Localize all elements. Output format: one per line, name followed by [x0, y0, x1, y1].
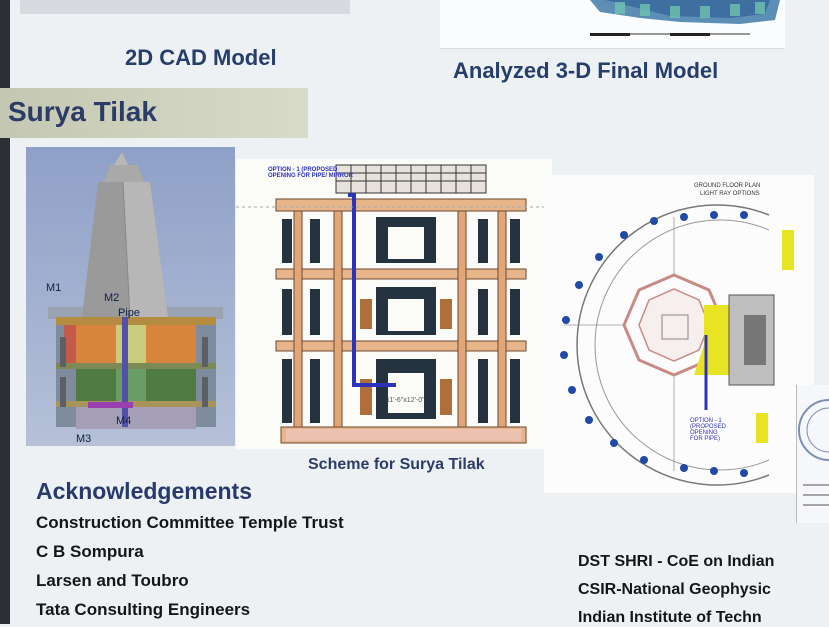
scheme-caption: Scheme for Surya Tilak: [308, 456, 485, 473]
institution-item: Indian Institute of Techn: [578, 609, 762, 626]
elevation-option-note: OPTION - 1 (PROPOSED OPENING FOR PIPE/ M…: [268, 167, 354, 179]
ack-item: Tata Consulting Engineers: [36, 600, 251, 619]
left-edge-shadow: [0, 0, 10, 624]
pipe-label: Pipe: [118, 307, 141, 319]
acknowledgements-heading: Acknowledgements: [36, 478, 252, 504]
top-photo-strip: [20, 0, 350, 14]
seal-image-partial: [796, 385, 829, 523]
institution-item: CSIR-National Geophysic: [578, 581, 771, 598]
plan-title-line1: GROUND FLOOR PLAN: [694, 183, 761, 189]
analyzed-3d-model-image: [440, 0, 785, 49]
m2-label: M2: [104, 292, 120, 304]
ground-floor-plan-drawing: GROUND FLOOR PLAN LIGHT RAY OPTIONS OPTI…: [544, 175, 814, 493]
ack-item: Larsen and Toubro: [36, 571, 189, 590]
elevation-dimension: 11'-6"x12'-0": [386, 397, 425, 404]
temple-3d-model-image: M1 M2 Pipe M4 M3: [26, 147, 235, 446]
m1-label: M1: [46, 282, 62, 294]
ack-item: C B Sompura: [36, 542, 144, 561]
title-band: [0, 88, 308, 138]
section-title: Surya Tilak: [8, 96, 157, 127]
plan-option-note: OPTION - 1 (PROPOSED OPENING FOR PIPE): [690, 418, 727, 442]
plan-title-line2: LIGHT RAY OPTIONS: [700, 191, 760, 197]
institution-item: DST SHRI - CoE on Indian: [578, 553, 775, 570]
m3-label: M3: [76, 433, 92, 445]
ack-item: Construction Committee Temple Trust: [36, 513, 344, 532]
elevation-drawing: OPTION - 1 (PROPOSED OPENING FOR PIPE/ M…: [236, 159, 552, 449]
cad-model-caption: 2D CAD Model: [125, 45, 277, 70]
analyzed-model-caption: Analyzed 3-D Final Model: [453, 58, 719, 83]
m4-label: M4: [116, 415, 132, 427]
